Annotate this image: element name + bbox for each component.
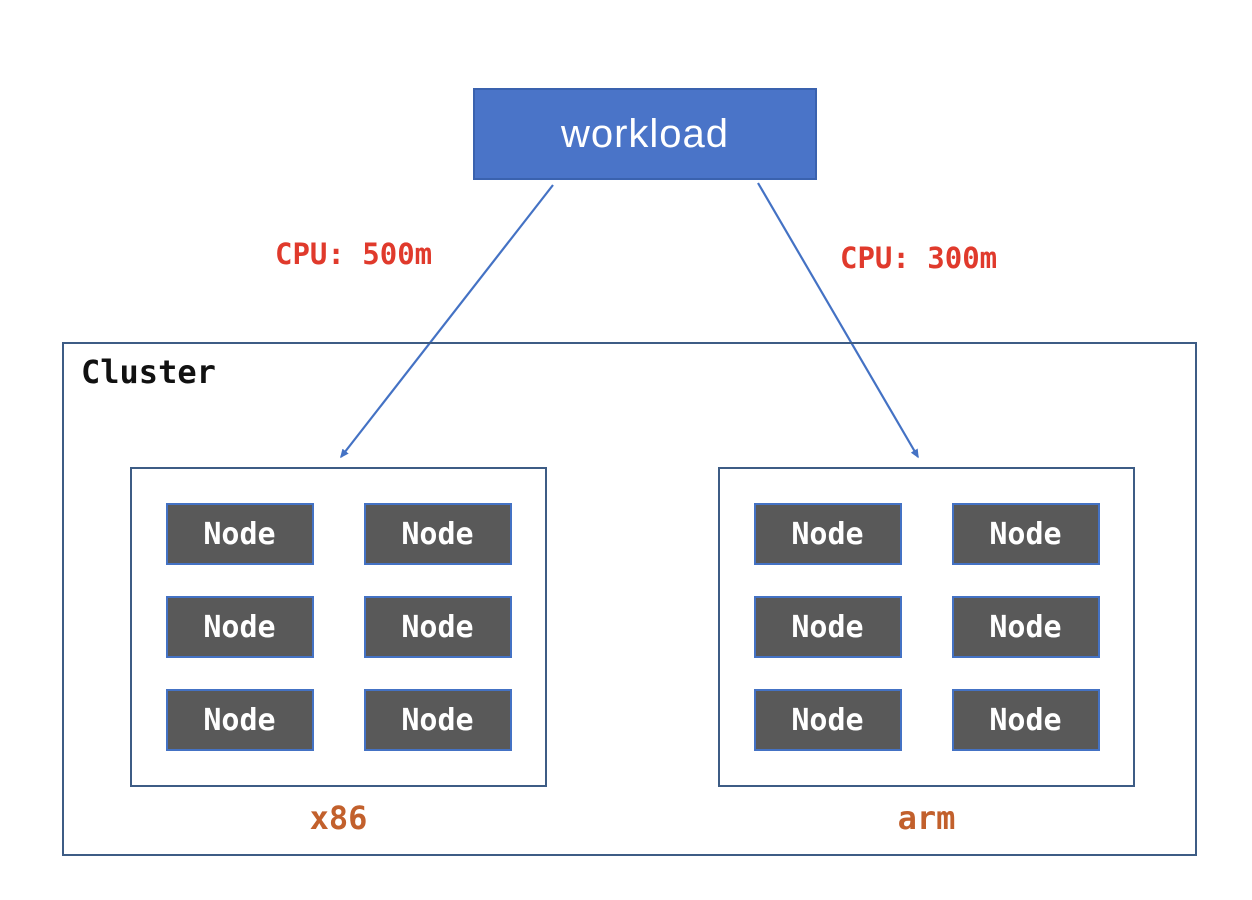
arch-label-arm: arm (897, 799, 956, 837)
node-box-x86-6: Node (363, 689, 512, 751)
cluster-label: Cluster (81, 353, 216, 391)
workload-box: workload (473, 88, 817, 180)
node-box-x86-3: Node (165, 596, 314, 658)
edge-label-cpu-500m: CPU: 500m (275, 237, 433, 271)
node-box-arm-6: Node (951, 689, 1100, 751)
node-box-x86-5: Node (165, 689, 314, 751)
node-box-arm-3: Node (753, 596, 902, 658)
node-box-x86-1: Node (165, 503, 314, 565)
node-box-arm-2: Node (951, 503, 1100, 565)
node-box-arm-5: Node (753, 689, 902, 751)
workload-label: workload (560, 111, 730, 156)
node-box-arm-4: Node (951, 596, 1100, 658)
edge-label-cpu-300m: CPU: 300m (840, 241, 998, 275)
arch-label-x86: x86 (309, 799, 368, 837)
node-box-x86-4: Node (363, 596, 512, 658)
node-box-x86-2: Node (363, 503, 512, 565)
node-box-arm-1: Node (753, 503, 902, 565)
